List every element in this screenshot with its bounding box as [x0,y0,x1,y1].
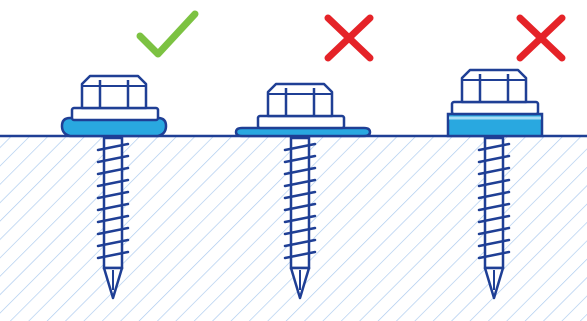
screw-shank [477,136,511,300]
fastener-correct [60,10,199,300]
hex-head [266,82,334,118]
screw-shank [283,136,317,300]
washer-over-compressed [234,126,372,138]
hex-head [80,74,148,110]
fastener-over-compressed [234,14,374,300]
screw-flange [256,114,346,130]
check-icon [136,10,199,58]
hex-head [460,68,528,104]
screw-flange [70,106,160,122]
washer-correct [60,116,168,138]
cross-icon [516,14,566,62]
screw-shank [96,136,130,300]
fastener-under-compressed [446,14,566,300]
cross-icon [324,14,374,62]
screw-flange [450,100,540,116]
